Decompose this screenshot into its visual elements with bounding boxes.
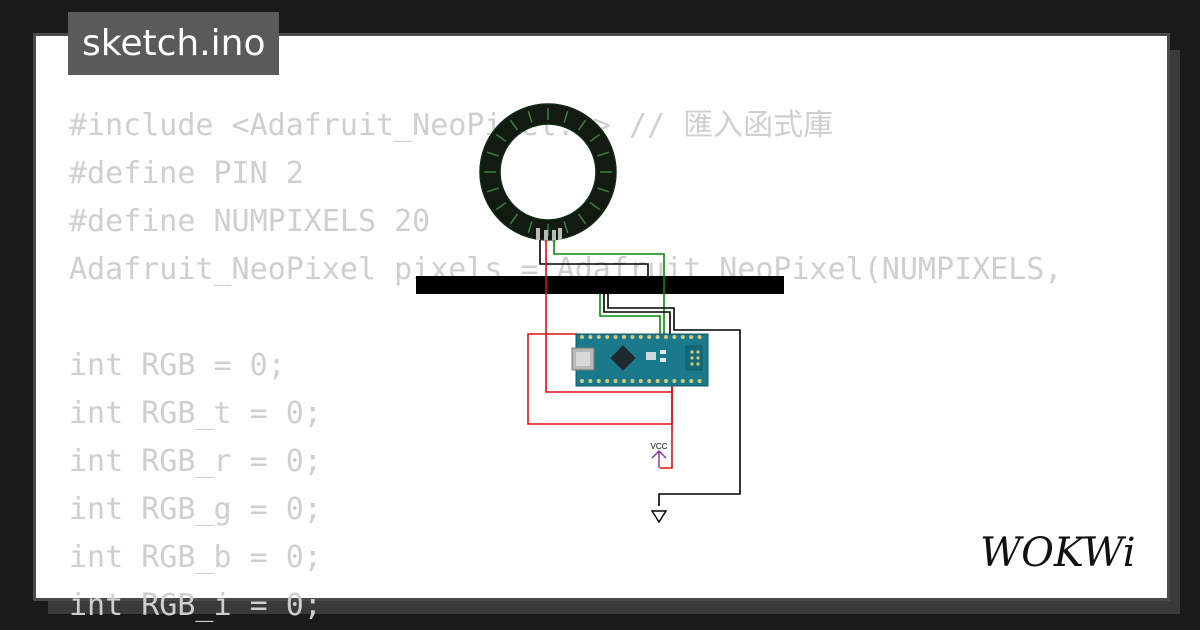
header-pin [605,379,610,383]
header-pin [697,335,702,339]
wire-green [599,294,661,336]
header-pin [655,335,660,339]
ring-led-mark [486,187,499,193]
vcc-label: VCC [651,442,668,451]
header-pin [596,379,601,383]
header-pin [655,379,660,383]
code-line: int RGB_t = 0; [69,396,322,431]
ring-led-mark [486,151,499,157]
header-pin [672,335,677,339]
wires [527,240,741,506]
header-pin [689,335,694,339]
ring-led-mark [527,221,533,234]
header-pin [647,335,652,339]
header-pin [580,379,584,383]
header-pin [664,335,668,339]
wire-black [539,240,649,276]
header-pin [605,335,610,339]
ring-led-mark [527,110,533,123]
header-pin [680,335,685,339]
breadboard-bar [416,276,784,294]
ring-led-mark [589,201,601,211]
ring-led-mark [495,133,507,143]
header-pin [638,335,643,339]
code-line: #define NUMPIXELS 20 [69,204,431,239]
code-line: int RGB_r = 0; [69,444,322,479]
ring-led-mark [597,187,610,193]
code-line: #define PIN 2 [69,156,304,191]
ring-led-mark [509,119,519,131]
code-line: int RGB = 0; [69,348,286,383]
ring-led-mark [597,151,610,157]
ground-symbol [650,510,668,524]
ring-led-mark [563,110,569,123]
ring-led-mark [495,201,507,211]
ring-led-mark [577,119,587,131]
wokwi-logo-text: WOKWi [980,530,1136,576]
header-pin [697,379,702,383]
header-pin [680,379,685,383]
chip [610,345,636,371]
header-pin [664,379,668,383]
header-pin [613,379,618,383]
vcc-symbol: VCC [651,442,668,468]
header-pin [588,335,593,339]
arduino-nano-board [571,333,709,387]
wire-black [603,294,671,336]
header-pin [613,335,618,339]
header-pin [672,379,677,383]
ring-led-mark [589,133,601,143]
header-pin [630,379,635,383]
header-pin [638,379,643,383]
wire-green [553,240,665,336]
ring-led-mark [577,213,587,225]
code-line: int RGB_g = 0; [69,492,322,527]
code-line: int RGB_i = 0; [69,588,322,623]
header-pin [689,379,694,383]
header-pin [622,379,626,383]
header-pin [630,335,635,339]
file-title-tab: sketch.ino [68,12,280,75]
wire-ground [607,294,741,506]
code-line: int RGB_b = 0; [69,540,322,575]
wokwi-logo: WOKWi [980,530,1136,576]
ring-led-mark [563,221,569,234]
neopixel-ring [479,103,617,242]
ring-led-mark [509,213,519,225]
header-pin [580,335,584,339]
header-pin [647,379,652,383]
header-pin [588,379,593,383]
wire-red [660,380,673,469]
header-pin [596,335,601,339]
header-pin [622,335,626,339]
